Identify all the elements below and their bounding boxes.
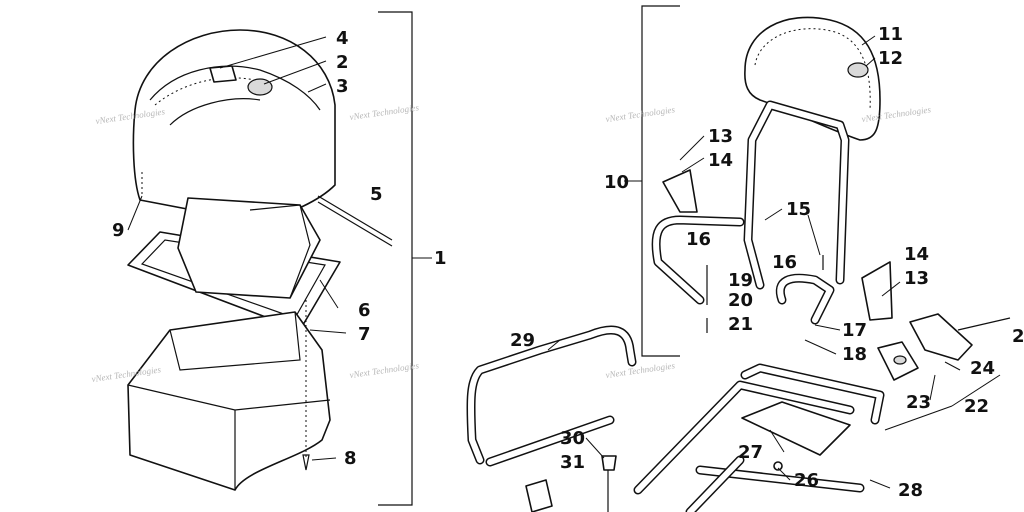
rack-plate-27 <box>741 401 851 456</box>
callout: 20 <box>728 290 753 311</box>
callout: 15 <box>786 199 811 220</box>
callout: 13 <box>708 126 733 147</box>
nut-26 <box>773 461 783 471</box>
reflector-housing <box>909 313 973 361</box>
callout: 27 <box>738 442 763 463</box>
trunk-base <box>127 311 331 491</box>
callout: 23 <box>906 392 931 413</box>
callout: 21 <box>728 314 753 335</box>
callout: 2 <box>336 52 349 73</box>
watermark: vNext Technologies <box>605 104 676 124</box>
trunk-assembly <box>127 29 393 491</box>
backrest-pad <box>744 16 881 141</box>
callout: 9 <box>112 220 125 241</box>
lid-emblem <box>247 78 273 96</box>
callout: 3 <box>336 76 349 97</box>
backrest-assembly <box>651 16 1011 381</box>
callout: 12 <box>878 48 903 69</box>
callout: 24 <box>970 358 995 379</box>
lid-cable <box>317 195 393 247</box>
callout: 6 <box>358 300 371 321</box>
callout: 4 <box>336 28 349 49</box>
leader-lines <box>127 35 1001 489</box>
bracket-1 <box>378 11 413 506</box>
callouts: 4 2 3 5 9 1 6 7 8 11 12 13 14 10 15 16 1… <box>112 24 1024 501</box>
callout: 29 <box>510 330 535 351</box>
callout: 16 <box>686 229 711 250</box>
watermark: vNext Technologies <box>605 360 676 380</box>
callout: 31 <box>560 452 585 473</box>
trunk-lid <box>132 29 336 223</box>
callout: 14 <box>708 150 733 171</box>
callout: 16 <box>772 252 797 273</box>
callout: 22 <box>964 396 989 417</box>
bracket-14-left <box>662 169 698 213</box>
callout: 17 <box>842 320 867 341</box>
bracket-14-right <box>861 261 893 321</box>
callout: 28 <box>898 480 923 501</box>
rack-assembly <box>466 325 885 512</box>
watermark: vNext Technologies <box>349 360 420 380</box>
callout: 26 <box>794 470 819 491</box>
grip-31 <box>525 479 553 512</box>
callout: 5 <box>370 184 383 205</box>
callout: 18 <box>842 344 867 365</box>
callout: 8 <box>344 448 357 469</box>
callout: 10 <box>604 172 629 193</box>
backrest-emblem <box>847 62 869 78</box>
callout: 25 <box>1012 326 1024 347</box>
callout: 30 <box>560 428 585 449</box>
callout: 7 <box>358 324 371 345</box>
cap-30 <box>601 455 617 471</box>
screw-8 <box>302 454 310 471</box>
watermark: vNext Technologies <box>349 102 420 122</box>
callout: 19 <box>728 270 753 291</box>
callout: 14 <box>904 244 929 265</box>
lid-latch <box>209 65 237 83</box>
callout: 11 <box>878 24 903 45</box>
callout: 1 <box>434 248 447 269</box>
callout: 13 <box>904 268 929 289</box>
